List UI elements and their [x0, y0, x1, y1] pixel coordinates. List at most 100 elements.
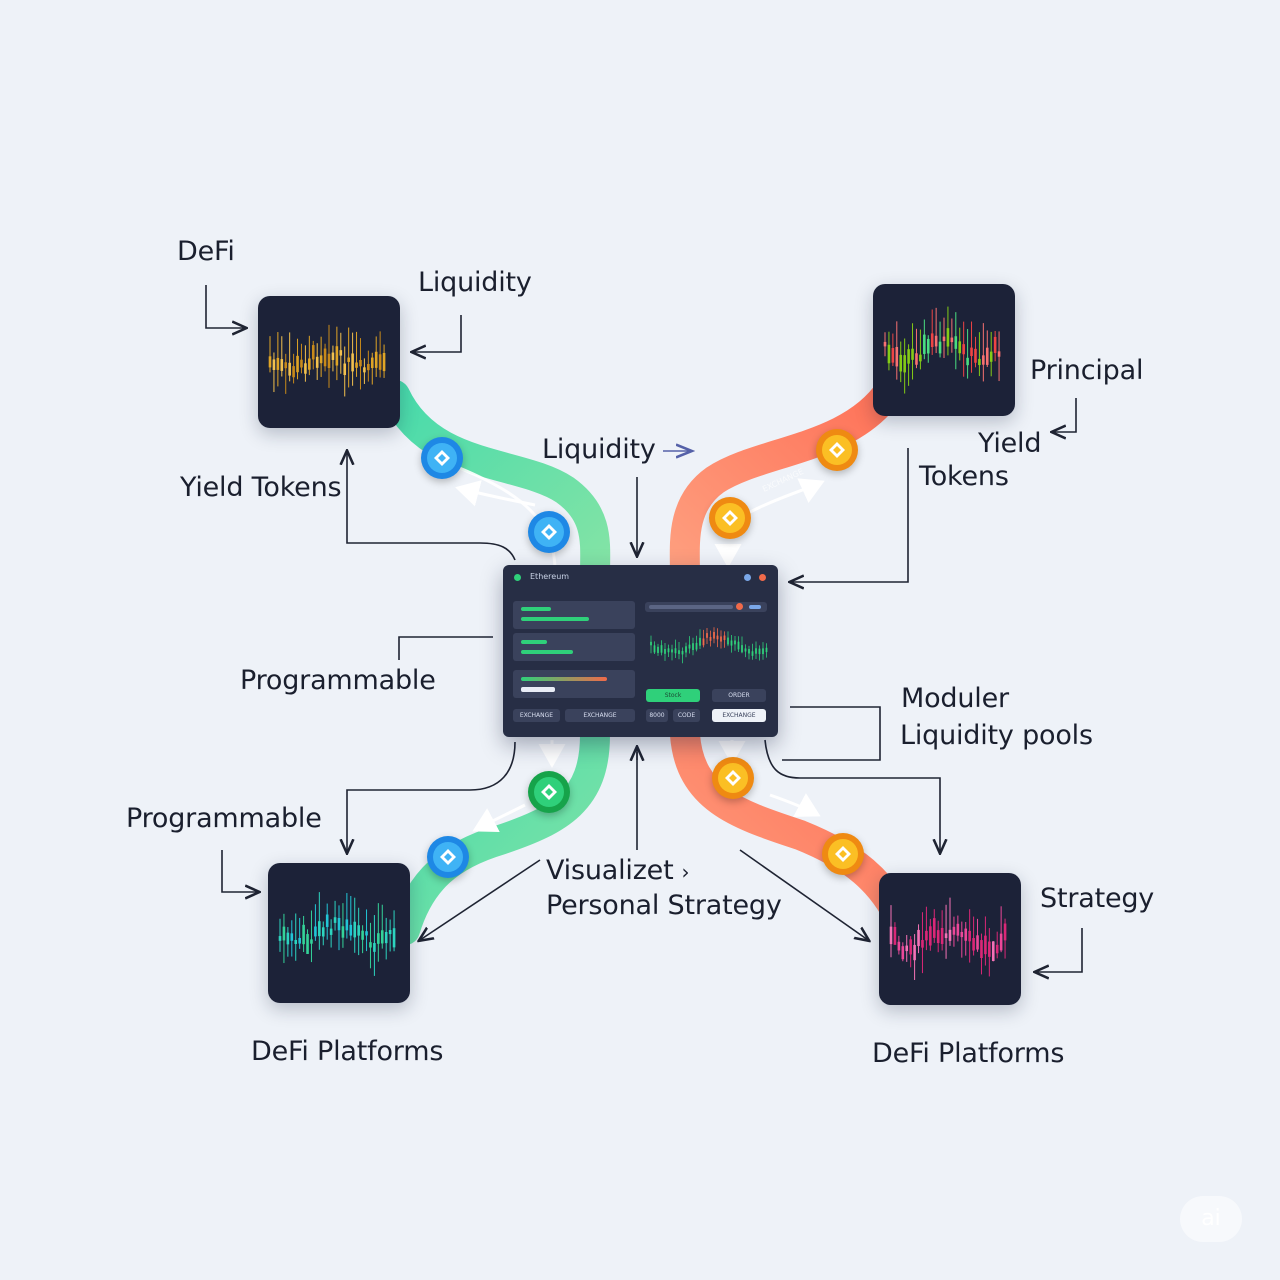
dashboard-button[interactable]: Stock	[646, 689, 700, 702]
candle-body	[893, 926, 897, 945]
candle-body	[702, 638, 705, 646]
candle-body	[349, 924, 353, 936]
candle-body	[355, 362, 358, 368]
window-dot-icon[interactable]	[744, 574, 751, 581]
label-yield-tokens: Yield Tokens	[180, 472, 342, 503]
dashboard-button[interactable]: 8000	[646, 709, 668, 722]
candle-body	[282, 926, 286, 941]
candle-body	[985, 347, 989, 365]
candle-body	[765, 647, 768, 653]
candle-body	[660, 645, 663, 653]
candle-body	[276, 357, 280, 370]
candle-body	[284, 362, 288, 369]
candle-body	[709, 637, 712, 641]
chart-tile-top-right	[873, 284, 1015, 416]
candle-body	[367, 363, 370, 371]
candle-body	[755, 648, 757, 654]
label-principal: Principal	[1030, 355, 1144, 386]
candle-body	[940, 927, 944, 944]
token-coin-icon	[709, 497, 751, 539]
label-liquidity-center: Liquidity	[542, 434, 656, 465]
dashboard-button[interactable]: ORDER	[712, 689, 766, 702]
candle-body	[741, 645, 743, 653]
candle-body	[319, 355, 323, 364]
candle-body	[664, 649, 666, 654]
dashboard-title: Ethereum	[530, 572, 570, 581]
candle-body	[341, 926, 345, 938]
candle-body	[948, 929, 952, 941]
candle-body	[903, 355, 906, 373]
candle-body	[685, 646, 687, 653]
candle-body	[915, 353, 918, 365]
strategy-dashboard[interactable]: Ethereum Stock ORDER EXCHANGE EXCHANGE 8…	[503, 565, 778, 737]
candle-body	[899, 354, 903, 372]
chart-tile-bottom-right	[879, 873, 1021, 1005]
candle-body	[901, 946, 905, 960]
candle-body	[913, 944, 916, 961]
candle-body	[674, 648, 677, 654]
candle-body	[706, 633, 708, 638]
candle-body	[384, 931, 388, 944]
metric-panel[interactable]	[513, 601, 635, 629]
candle-body	[895, 346, 899, 367]
candle-body	[932, 918, 936, 938]
candle-body	[272, 359, 276, 370]
token-coin-icon	[528, 771, 570, 813]
dashboard-button[interactable]: EXCHANGE	[712, 709, 766, 722]
candle-body	[930, 333, 934, 347]
candle-body	[980, 940, 983, 959]
dashboard-button[interactable]: EXCHANGE	[513, 709, 560, 722]
candle-body	[327, 353, 331, 369]
watermark-logo: ai	[1180, 1196, 1242, 1242]
candle-body	[298, 937, 301, 944]
candle-body	[392, 928, 396, 948]
dashboard-button[interactable]: EXCHANGE	[565, 709, 635, 722]
candle-body	[984, 935, 987, 955]
candle-body	[921, 939, 924, 948]
candle-body	[887, 344, 891, 364]
candle-body	[361, 930, 364, 940]
candle-body	[365, 931, 368, 936]
candle-body	[976, 935, 979, 950]
candle-body	[960, 931, 964, 938]
candle-body	[380, 930, 384, 944]
candle-body	[988, 941, 991, 957]
candle-body	[347, 357, 350, 362]
candle-body	[321, 927, 325, 937]
token-coin-icon	[427, 836, 469, 878]
candle-body	[288, 362, 291, 376]
candle-body	[286, 932, 290, 945]
window-dot-icon[interactable]	[759, 574, 766, 581]
candle-body	[891, 348, 895, 363]
metric-panel[interactable]	[513, 670, 635, 698]
candle-body	[280, 359, 284, 371]
candle-body	[978, 358, 981, 366]
candle-body	[889, 926, 893, 945]
candle-body	[713, 632, 715, 639]
price-slider[interactable]	[645, 602, 767, 612]
candle-body	[314, 926, 317, 937]
chart-tile-top-left	[258, 296, 400, 428]
candle-body	[905, 945, 909, 952]
dashboard-button[interactable]: CODE	[673, 709, 700, 722]
candle-body	[989, 351, 993, 362]
candle-body	[688, 644, 691, 649]
candle-body	[695, 642, 698, 650]
candle-body	[308, 358, 311, 370]
candle-body	[373, 943, 376, 952]
label-programmable: Programmable	[240, 665, 436, 696]
candle-body	[962, 344, 965, 355]
candle-body	[929, 926, 932, 946]
candle-body	[329, 928, 333, 935]
metric-panel[interactable]	[513, 633, 635, 661]
candle-body	[318, 921, 321, 937]
candle-body	[968, 930, 971, 942]
candle-body	[325, 914, 329, 927]
candle-body	[762, 648, 764, 655]
token-coin-icon	[712, 757, 754, 799]
candle-body	[374, 351, 378, 368]
candle-body	[278, 936, 282, 941]
candle-body	[667, 648, 670, 653]
candle-body	[936, 930, 940, 944]
